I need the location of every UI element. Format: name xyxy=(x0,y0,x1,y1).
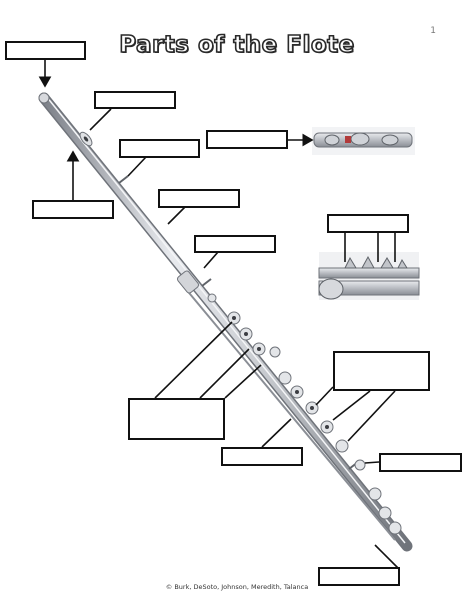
label-box-footjoint[interactable] xyxy=(379,453,462,472)
page-number: 1 xyxy=(430,26,436,36)
label-box-embouchure[interactable] xyxy=(94,91,176,109)
mechanism-inset-photo xyxy=(318,252,420,300)
page-title: Parts of the Flote xyxy=(118,31,355,59)
flute-body xyxy=(38,92,413,552)
leader-lines xyxy=(38,60,399,569)
credit-line: © Burk, DeSoto, Johnson, Meredith, Talan… xyxy=(165,583,309,591)
label-box-tenon[interactable] xyxy=(194,235,276,253)
label-box-mechanism-photo[interactable] xyxy=(327,214,409,233)
label-box-crown[interactable] xyxy=(5,41,86,60)
label-box-rod[interactable] xyxy=(221,447,303,466)
label-box-body-joint[interactable] xyxy=(158,189,240,208)
label-box-lip-plate[interactable] xyxy=(32,200,114,219)
label-box-crown-photo[interactable] xyxy=(206,130,288,149)
crown-inset-photo xyxy=(312,127,415,155)
label-box-keys-left[interactable] xyxy=(128,398,225,440)
label-box-keys-right[interactable] xyxy=(333,351,430,391)
label-box-end[interactable] xyxy=(318,567,400,586)
label-box-headjoint[interactable] xyxy=(119,139,200,158)
